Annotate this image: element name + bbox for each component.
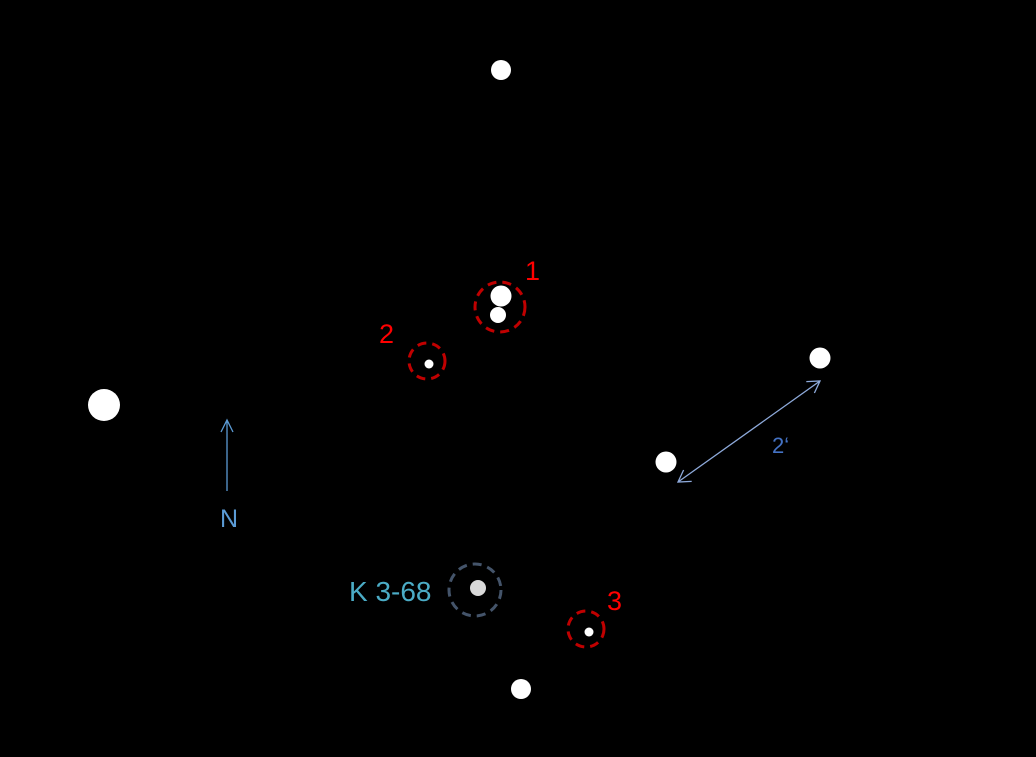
comparison-star-3: 3 [566,586,622,649]
comparison-star-3-label: 3 [607,586,622,616]
comparison-star-1-label: 1 [525,256,540,286]
target-label: K 3-68 [349,576,432,607]
field-star-east [809,347,831,369]
comparison-star-1-marker [473,280,527,334]
comparison-star-2: 2 [379,319,447,381]
comparison-star-2-marker [407,341,447,381]
comparison-star-1-primary [490,285,512,307]
up-arrow-icon [220,418,234,433]
scale-arrowhead-upper-icon [806,380,822,394]
scale-label: 2‘ [772,433,789,458]
comparison-star-1: 1 [473,256,540,334]
comparison-star-3-dot [584,627,594,637]
target-star-dot [470,580,486,596]
scale-bar: 2‘ [676,380,822,483]
field-star-west [88,389,120,421]
scale-arrowhead-lower-icon [676,469,692,483]
field-star-top [491,60,511,80]
target-marker-ring [447,562,503,618]
comparison-star-1-companion [490,307,506,323]
field-star-scale-end [655,451,677,473]
scale-bar-line [677,380,821,483]
field-star-bottom [511,679,531,699]
target-object: K 3-68 [349,562,503,618]
comparison-star-3-marker [566,609,606,649]
north-label: N [220,505,238,533]
comparison-star-2-label: 2 [379,319,394,349]
north-indicator: N [220,418,238,533]
comparison-star-2-dot [424,359,434,369]
